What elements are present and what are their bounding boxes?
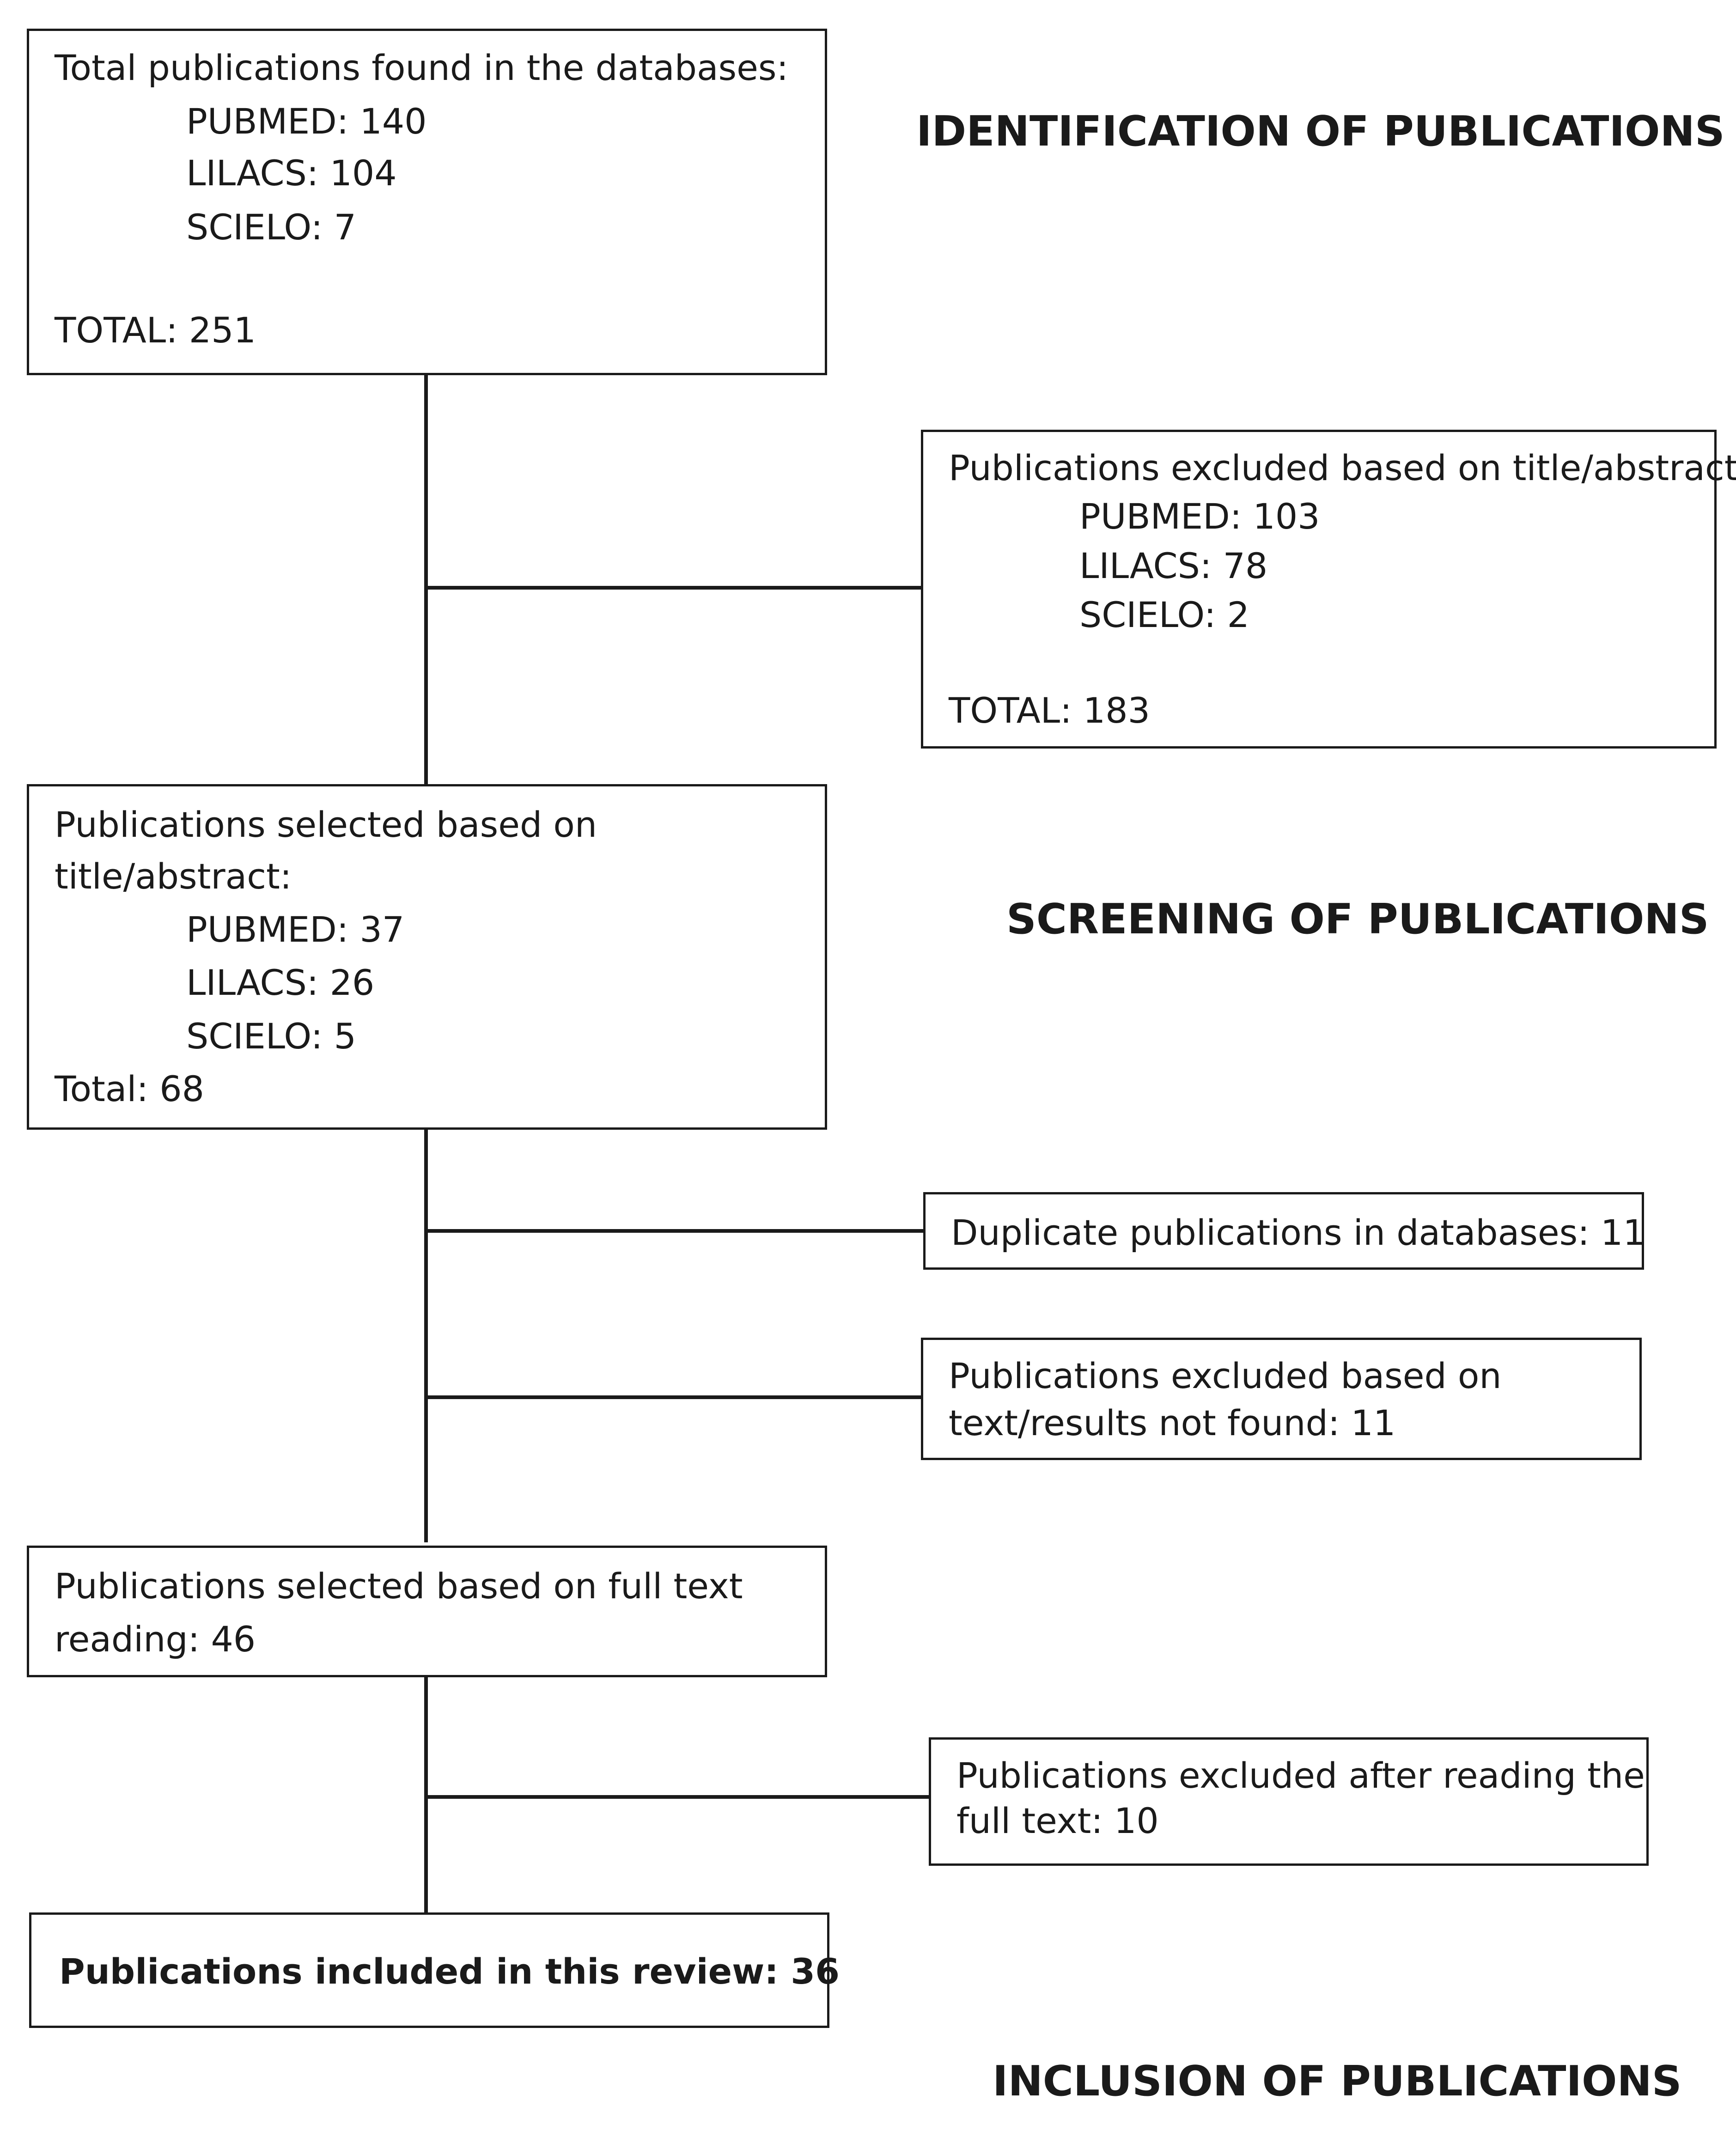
total-found-pubmed: PUBMED: 140 bbox=[186, 101, 427, 142]
selected-full-text-box: Publications selected based on full text… bbox=[27, 1546, 827, 1677]
included-text: Publications included in this review: 36 bbox=[59, 1951, 840, 1992]
selected-title-total: Total: 68 bbox=[55, 1068, 204, 1109]
branch-line-duplicates bbox=[424, 1229, 923, 1233]
excluded-full-text-line-2: full text: 10 bbox=[956, 1800, 1159, 1841]
total-found-box: Total publications found in the database… bbox=[27, 29, 827, 375]
branch-line-excluded-full bbox=[424, 1795, 929, 1799]
included-box: Publications included in this review: 36 bbox=[29, 1912, 840, 2028]
excluded-title-pubmed: PUBMED: 103 bbox=[1079, 496, 1320, 537]
main-trunk-line-1 bbox=[424, 373, 428, 785]
selected-full-text-line-2: reading: 46 bbox=[55, 1619, 256, 1660]
excluded-title-total: TOTAL: 183 bbox=[949, 690, 1150, 731]
total-found-lilacs: LILACS: 104 bbox=[186, 152, 397, 194]
total-found-heading: Total publications found in the database… bbox=[55, 47, 789, 88]
excluded-title-lilacs: LILACS: 78 bbox=[1079, 545, 1268, 586]
main-trunk-line-2 bbox=[424, 1127, 428, 1542]
selected-title-heading-line-1: Publications selected based on bbox=[55, 804, 597, 845]
selected-full-text-line-1: Publications selected based on full text bbox=[55, 1565, 743, 1607]
total-found-scielo: SCIELO: 7 bbox=[186, 207, 356, 248]
selected-title-box: Publications selected based on title/abs… bbox=[27, 784, 827, 1130]
selected-title-lilacs: LILACS: 26 bbox=[186, 962, 375, 1003]
stage-screening-title: SCREENING OF PUBLICATIONS bbox=[1006, 895, 1709, 944]
excluded-full-text-line-1: Publications excluded after reading the bbox=[956, 1755, 1645, 1796]
selected-title-scielo: SCIELO: 5 bbox=[186, 1016, 356, 1057]
branch-line-not-found bbox=[424, 1395, 921, 1399]
stage-identification-title: IDENTIFICATION OF PUBLICATIONS bbox=[916, 107, 1725, 156]
stage-inclusion-title: INCLUSION OF PUBLICATIONS bbox=[993, 2057, 1682, 2106]
excluded-full-text-box: Publications excluded after reading the … bbox=[929, 1737, 1649, 1866]
selected-title-pubmed: PUBMED: 37 bbox=[186, 909, 405, 950]
excluded-not-found-box: Publications excluded based on text/resu… bbox=[921, 1338, 1642, 1460]
total-found-total: TOTAL: 251 bbox=[55, 310, 256, 351]
excluded-not-found-line-2: text/results not found: 11 bbox=[949, 1402, 1396, 1443]
excluded-title-box: Publications excluded based on title/abs… bbox=[921, 430, 1736, 749]
duplicates-box: Duplicate publications in databases: 11 bbox=[923, 1192, 1645, 1270]
selected-title-heading-line-2: title/abstract: bbox=[55, 856, 292, 897]
branch-line-excluded-title bbox=[424, 586, 921, 590]
excluded-title-scielo: SCIELO: 2 bbox=[1079, 594, 1249, 635]
excluded-title-heading: Publications excluded based on title/abs… bbox=[949, 447, 1736, 488]
excluded-not-found-line-1: Publications excluded based on bbox=[949, 1355, 1502, 1396]
duplicates-text: Duplicate publications in databases: 11 bbox=[951, 1212, 1645, 1253]
main-trunk-line-3 bbox=[424, 1675, 428, 1913]
